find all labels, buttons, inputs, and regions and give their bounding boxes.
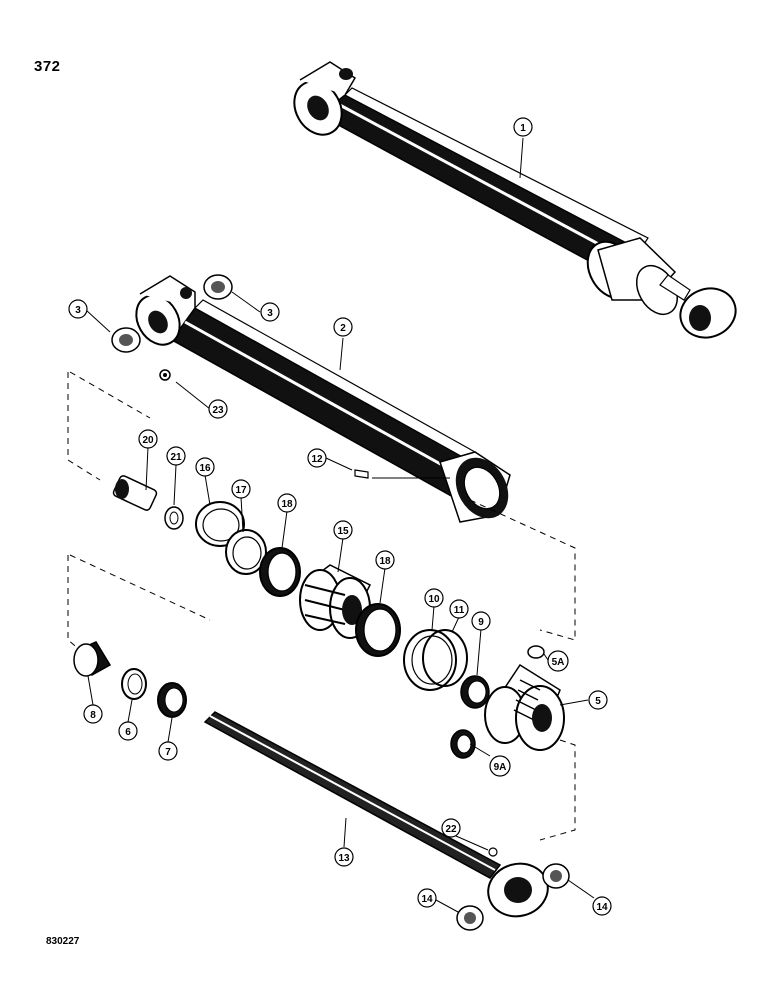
callout-14-left: 14	[417, 888, 437, 908]
svg-text:5A: 5A	[552, 657, 565, 668]
washer-21	[164, 506, 184, 530]
ring-11	[422, 629, 468, 687]
callouts: 1 2 3 3 23 12 20 21 16 17 18 15 18 10 11	[68, 117, 612, 916]
bushing-14-right	[542, 863, 570, 889]
callout-2: 2	[333, 317, 353, 337]
callout-5: 5	[588, 690, 608, 710]
svg-text:15: 15	[337, 526, 349, 537]
bushing-3-right	[203, 274, 233, 300]
callout-6: 6	[118, 721, 138, 741]
grease-fitting-22	[488, 847, 498, 857]
bushing-14-left	[456, 905, 484, 931]
callout-17: 17	[231, 479, 251, 499]
svg-text:13: 13	[338, 853, 350, 864]
svg-text:12: 12	[311, 454, 323, 465]
ring-17	[225, 529, 267, 575]
svg-text:16: 16	[199, 463, 211, 474]
callout-12: 12	[307, 448, 327, 468]
gland-5	[484, 663, 565, 751]
seal-kit-outline-upper	[67, 371, 576, 641]
piston-rod-13	[203, 711, 549, 918]
ring-7	[157, 682, 187, 718]
svg-text:18: 18	[379, 556, 391, 567]
callout-13: 13	[334, 847, 354, 867]
svg-text:9: 9	[478, 617, 484, 628]
callout-16: 16	[195, 457, 215, 477]
grease-fitting-23	[159, 369, 171, 381]
svg-text:3: 3	[267, 308, 273, 319]
callout-9a: 9A	[489, 755, 511, 777]
set-screw-12	[354, 469, 369, 479]
svg-text:22: 22	[445, 824, 457, 835]
svg-text:14: 14	[596, 902, 608, 913]
ring-6	[121, 668, 147, 700]
figure-code: 830227	[46, 936, 80, 947]
svg-text:8: 8	[90, 710, 96, 721]
callout-3-right: 3	[260, 302, 280, 322]
callout-22: 22	[441, 818, 461, 838]
svg-text:9A: 9A	[494, 762, 507, 773]
callout-18-right: 18	[375, 550, 395, 570]
callout-23: 23	[208, 399, 228, 419]
svg-text:3: 3	[75, 305, 81, 316]
ring-18-left	[259, 547, 301, 597]
callout-14-right: 14	[592, 896, 612, 916]
svg-text:21: 21	[170, 452, 182, 463]
callout-11: 11	[449, 599, 469, 619]
svg-text:23: 23	[212, 405, 224, 416]
svg-text:14: 14	[421, 894, 433, 905]
callout-18-left: 18	[277, 493, 297, 513]
svg-text:17: 17	[235, 485, 247, 496]
bushing-3-left	[111, 327, 141, 353]
wiper-9a	[450, 729, 476, 759]
plug-5a	[527, 645, 545, 659]
callout-8: 8	[83, 704, 103, 724]
callout-9: 9	[471, 611, 491, 631]
leader-lines	[85, 137, 595, 913]
seal-kit-outline-lower	[67, 554, 576, 841]
callout-5a: 5A	[547, 650, 569, 672]
svg-text:7: 7	[165, 747, 171, 758]
cylinder-assembly-1	[293, 61, 737, 339]
svg-text:1: 1	[520, 123, 526, 134]
svg-text:10: 10	[428, 594, 440, 605]
valve-20	[112, 475, 158, 511]
callout-7: 7	[158, 741, 178, 761]
ring-18-right	[355, 603, 401, 657]
callout-21: 21	[166, 446, 186, 466]
callout-1: 1	[513, 117, 533, 137]
cylinder-tube-2	[135, 275, 511, 523]
page-number: 372	[34, 58, 61, 75]
ring-10	[403, 629, 457, 691]
callout-15: 15	[333, 520, 353, 540]
svg-text:11: 11	[454, 605, 465, 616]
callout-10: 10	[424, 588, 444, 608]
svg-text:18: 18	[281, 499, 293, 510]
svg-text:5: 5	[595, 696, 601, 707]
svg-text:6: 6	[125, 727, 131, 738]
bushing-8	[73, 641, 112, 677]
callout-20: 20	[138, 429, 158, 449]
svg-text:20: 20	[142, 435, 154, 446]
seal-9	[460, 675, 490, 709]
callout-3-left: 3	[68, 299, 88, 319]
svg-text:2: 2	[340, 323, 346, 334]
